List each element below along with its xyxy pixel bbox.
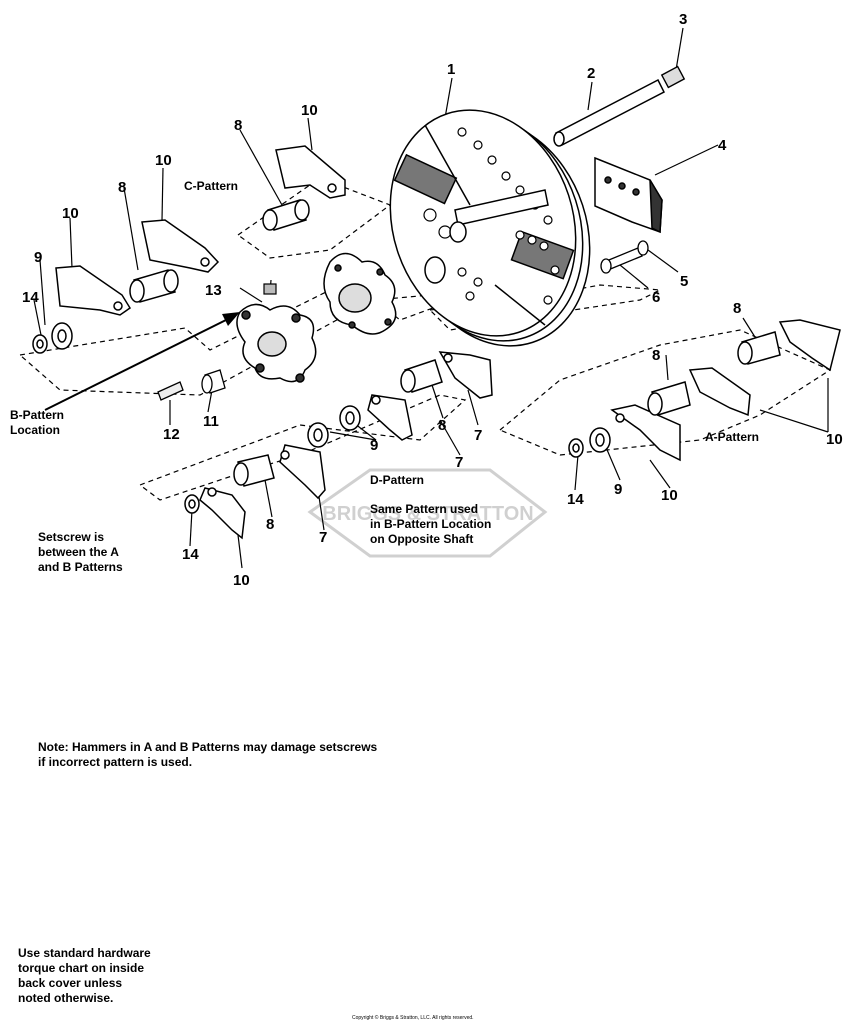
hammers-note: Note: Hammers in A and B Patterns may da… bbox=[38, 740, 378, 769]
spacer-11 bbox=[201, 369, 226, 394]
callout-8: 8 bbox=[733, 300, 741, 317]
b-pattern-arrow bbox=[44, 312, 240, 411]
callout-2: 2 bbox=[587, 65, 595, 82]
callout-7: 7 bbox=[455, 454, 463, 471]
callout-9: 9 bbox=[370, 437, 378, 454]
setscrew-3 bbox=[660, 65, 686, 89]
callout-14: 14 bbox=[22, 289, 39, 306]
callout-10: 10 bbox=[62, 205, 79, 222]
plate-4 bbox=[594, 156, 663, 234]
callout-9: 9 bbox=[614, 481, 622, 498]
callout-6: 6 bbox=[652, 289, 660, 306]
callout-10: 10 bbox=[301, 102, 318, 119]
callout-numbers: 1 2 3 4 5 6 7 7 7 8 8 8 8 8 8 8 9 9 9 9 … bbox=[22, 11, 843, 589]
callout-10: 10 bbox=[661, 487, 678, 504]
callout-11: 11 bbox=[203, 413, 219, 430]
setscrew-note: Setscrew is between the A and B Patterns bbox=[38, 530, 123, 574]
a-pattern-label: A-Pattern bbox=[705, 430, 759, 444]
callout-7: 7 bbox=[319, 529, 327, 546]
watermark: BRIGGS & STRATTON bbox=[307, 468, 548, 558]
key-12 bbox=[157, 381, 184, 401]
same-pattern-note: Same Pattern used in B-Pattern Location … bbox=[370, 502, 492, 546]
c-pattern-label: C-Pattern bbox=[184, 179, 238, 193]
rotor-disc bbox=[389, 109, 591, 347]
b-pattern-label: B-Pattern Location bbox=[10, 408, 65, 437]
washer-parts bbox=[32, 322, 611, 514]
callout-8: 8 bbox=[234, 117, 242, 134]
callout-8: 8 bbox=[266, 516, 274, 533]
callout-5: 5 bbox=[680, 273, 688, 290]
callout-14: 14 bbox=[567, 491, 584, 508]
setscrew-13 bbox=[263, 283, 277, 295]
callout-8: 8 bbox=[652, 347, 660, 364]
hub-c bbox=[323, 252, 397, 335]
hammer-parts bbox=[55, 145, 841, 540]
callout-8: 8 bbox=[118, 179, 126, 196]
callout-12: 12 bbox=[163, 426, 180, 443]
callout-3: 3 bbox=[679, 11, 687, 28]
callout-10: 10 bbox=[826, 431, 843, 448]
callout-13: 13 bbox=[205, 282, 222, 299]
d-pattern-label: D-Pattern bbox=[370, 473, 424, 487]
bolt-6 bbox=[600, 240, 649, 274]
watermark-text: BRIGGS & STRATTON bbox=[322, 503, 533, 525]
copyright-text: Copyright © Briggs & Stratton, LLC. All … bbox=[352, 1015, 474, 1021]
shaft bbox=[553, 78, 666, 147]
callout-8: 8 bbox=[438, 417, 446, 434]
hub-b bbox=[236, 303, 317, 383]
callout-1: 1 bbox=[447, 61, 455, 78]
spacer-parts bbox=[129, 199, 781, 487]
callout-10: 10 bbox=[155, 152, 172, 169]
leader-lines bbox=[33, 27, 829, 569]
callout-10: 10 bbox=[233, 572, 250, 589]
callout-7: 7 bbox=[474, 427, 482, 444]
callout-4: 4 bbox=[718, 137, 727, 154]
callout-14: 14 bbox=[182, 546, 199, 563]
pattern-labels: C-Pattern D-Pattern A-Pattern bbox=[184, 179, 759, 487]
torque-note: Use standard hardware torque chart on in… bbox=[18, 946, 151, 1005]
callout-9: 9 bbox=[34, 249, 42, 266]
